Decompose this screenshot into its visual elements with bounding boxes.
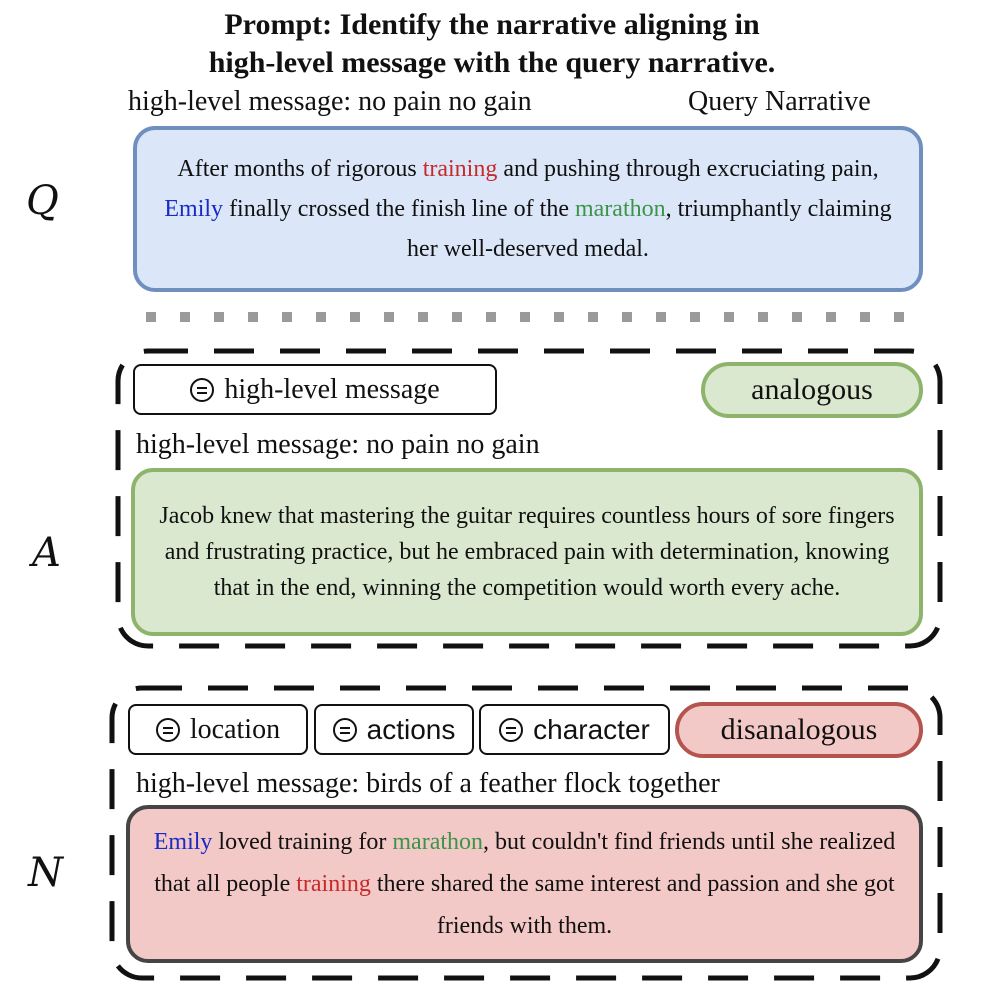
query-narrative-text: After months of rigorous training and pu… bbox=[155, 149, 901, 269]
narrative-segment: finally crossed the finish line of the bbox=[223, 196, 575, 222]
equivalence-icon bbox=[499, 717, 524, 742]
disanalogous-badge: disanalogous bbox=[675, 702, 923, 758]
narrative-segment: , but couldn't find friends until she re… bbox=[154, 829, 896, 897]
analog-variable: A bbox=[32, 530, 61, 576]
highlighted-keyword: Emily bbox=[164, 196, 224, 222]
highlighted-keyword: marathon bbox=[574, 196, 666, 222]
analog-message-label: high-level message: no pain no gain bbox=[136, 429, 540, 460]
tag-label: character bbox=[533, 713, 650, 745]
query-message-label: high-level message: no pain no gain bbox=[128, 86, 532, 117]
narrative-segment: there shared the same interest and passi… bbox=[370, 871, 895, 939]
high-level-message-tag: high-level message bbox=[133, 364, 497, 415]
query-narrative-caption: Query Narrative bbox=[688, 86, 871, 117]
analogous-badge: analogous bbox=[701, 362, 923, 418]
query-variable: Q bbox=[26, 178, 59, 224]
prompt-title-line-2: high-level message with the query narrat… bbox=[208, 46, 776, 79]
highlighted-keyword: marathon bbox=[392, 829, 484, 855]
narrative-segment: After months of rigorous bbox=[177, 156, 423, 182]
tag-label: location bbox=[189, 713, 281, 745]
location-tag: location bbox=[128, 704, 308, 755]
narrative-segment: loved training for bbox=[212, 829, 393, 855]
equivalence-icon bbox=[332, 717, 357, 742]
analog-narrative-box: Jacob knew that mastering the guitar req… bbox=[131, 468, 923, 636]
tag-label: high-level message bbox=[224, 373, 440, 405]
narrative-segment: and pushing through excruciating pain, bbox=[497, 156, 879, 182]
equivalence-icon bbox=[190, 377, 215, 402]
nonanalog-narrative-text: Emily loved training for marathon, but c… bbox=[148, 821, 901, 947]
tag-label: actions bbox=[366, 713, 456, 745]
character-tag: character bbox=[479, 704, 670, 755]
narrative-segment: , triumphantly claiming her well-deserve… bbox=[407, 196, 892, 262]
analog-narrative-text: Jacob knew that mastering the guitar req… bbox=[159, 503, 895, 601]
highlighted-keyword: training bbox=[296, 871, 371, 897]
query-narrative-box: After months of rigorous training and pu… bbox=[133, 126, 923, 292]
highlighted-keyword: training bbox=[422, 156, 498, 182]
nonanalog-narrative-box: Emily loved training for marathon, but c… bbox=[126, 805, 923, 963]
nonanalog-message-label: high-level message: birds of a feather f… bbox=[136, 768, 720, 799]
highlighted-keyword: Emily bbox=[153, 829, 213, 855]
equivalence-icon bbox=[155, 717, 180, 742]
nonanalog-variable: N bbox=[28, 850, 63, 896]
prompt-title-line-1: Prompt: Identify the narrative aligning … bbox=[224, 8, 760, 41]
actions-tag: actions bbox=[314, 704, 474, 755]
